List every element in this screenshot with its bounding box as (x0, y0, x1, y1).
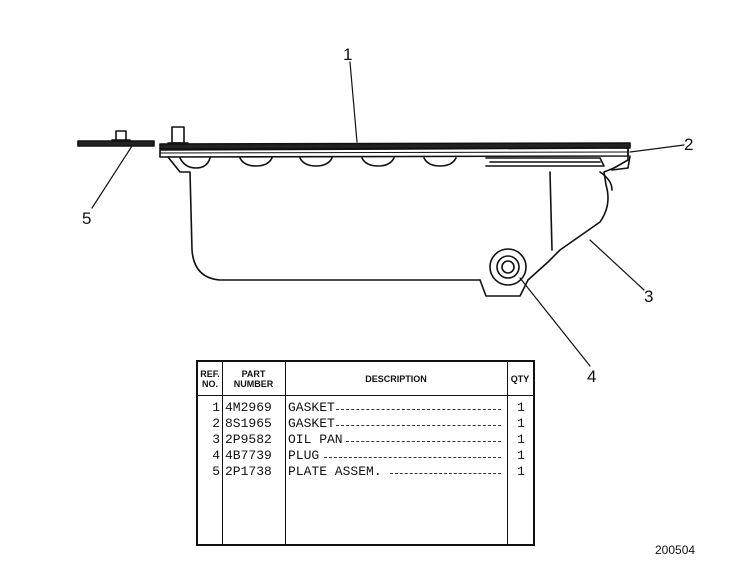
column-divider (222, 362, 223, 544)
column-divider (507, 362, 508, 544)
qty-cell: 1 (517, 448, 525, 463)
leader-dashes (390, 473, 501, 474)
drain-plug (489, 248, 527, 286)
leader-dashes (336, 425, 501, 426)
ref-cell: 3 (212, 432, 220, 447)
ref-cell: 5 (212, 464, 220, 479)
plate-assembly (77, 130, 155, 147)
leader-dashes (336, 409, 501, 410)
ref-cell: 4 (212, 448, 220, 463)
callout-2: 2 (684, 135, 693, 154)
table-row: 5 2P1738 PLATE ASSEM. 1 (198, 464, 533, 480)
callout-1: 1 (343, 45, 352, 64)
description-cell: PLUG (288, 448, 320, 463)
description-cell: GASKET (288, 400, 335, 415)
table-row: 1 4M2969 GASKET 1 (198, 400, 533, 416)
leader-dashes (346, 441, 501, 442)
part-number-cell: 4B7739 (225, 448, 272, 463)
gasket-rear (159, 147, 629, 158)
gasket-top (159, 126, 631, 150)
table-row: 3 2P9582 OIL PAN 1 (198, 432, 533, 448)
oil-pan-body (167, 147, 631, 297)
header-ref: REF.NO. (198, 362, 222, 396)
description-cell: PLATE ASSEM. (288, 464, 382, 479)
ref-cell: 1 (212, 400, 220, 415)
header-qty: QTY (507, 362, 533, 396)
description-cell: GASKET (288, 416, 335, 431)
callout-4: 4 (587, 367, 596, 386)
callout-5: 5 (82, 209, 91, 228)
table-row: 4 4B7739 PLUG 1 (198, 448, 533, 464)
callout-3: 3 (644, 287, 653, 306)
part-number-cell: 2P9582 (225, 432, 272, 447)
ref-cell: 2 (212, 416, 220, 431)
qty-cell: 1 (517, 400, 525, 415)
column-divider (285, 362, 286, 544)
part-number-cell: 8S1965 (225, 416, 272, 431)
leader-lines (91, 61, 685, 367)
header-description: DESCRIPTION (285, 362, 507, 396)
table-row: 2 8S1965 GASKET 1 (198, 416, 533, 432)
qty-cell: 1 (517, 416, 525, 431)
qty-cell: 1 (517, 464, 525, 479)
part-number-cell: 4M2969 (225, 400, 272, 415)
description-cell: OIL PAN (288, 432, 343, 447)
part-number-cell: 2P1738 (225, 464, 272, 479)
qty-cell: 1 (517, 432, 525, 447)
leader-dashes (324, 457, 501, 458)
drawing-number: 200504 (655, 543, 696, 557)
